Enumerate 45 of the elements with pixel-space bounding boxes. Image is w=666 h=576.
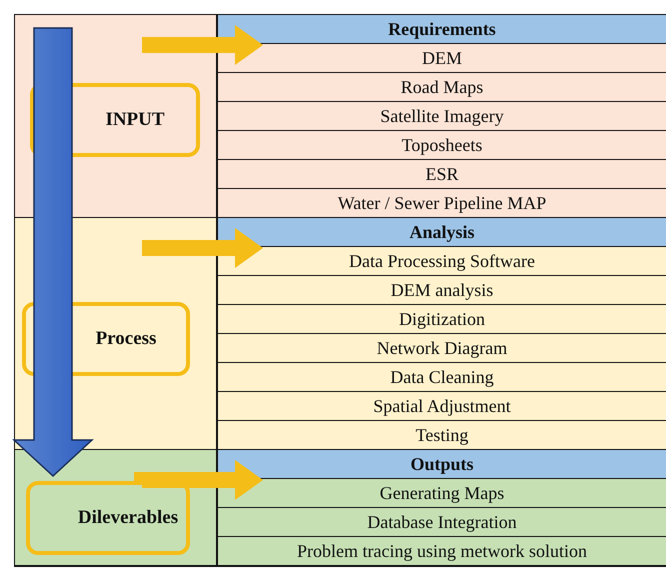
row-text: DEM analysis — [390, 280, 494, 300]
table-row — [217, 333, 666, 362]
table-row — [217, 130, 666, 159]
row-text: Database Integration — [367, 512, 517, 532]
row-text: Spatial Adjustment — [373, 396, 511, 416]
stage-label: Dileverables — [78, 507, 178, 529]
table-row — [217, 391, 666, 420]
table-row — [217, 304, 666, 333]
stage-label: Process — [96, 328, 156, 350]
stage-label: INPUT — [105, 109, 165, 131]
block-arrow — [142, 25, 263, 65]
row-text: Network Diagram — [376, 338, 508, 358]
row-text: Toposheets — [402, 134, 482, 156]
table-row — [217, 362, 666, 391]
stage-box — [26, 481, 190, 555]
table-row — [217, 507, 666, 536]
row-text: Digitization — [399, 308, 485, 330]
table-row — [217, 43, 666, 72]
row-text: ESR — [425, 164, 458, 184]
table-row — [217, 275, 666, 304]
table-row — [217, 72, 666, 101]
row-text: Road Maps — [400, 76, 484, 98]
row-text: Problem tracing using metwork solution — [297, 540, 587, 562]
row-text: Data Cleaning — [390, 366, 494, 388]
header-row — [217, 14, 666, 43]
table-row — [217, 246, 666, 275]
column-heading: Analysis — [409, 222, 475, 242]
table-row — [217, 478, 666, 507]
column-heading: Outputs — [410, 454, 474, 474]
row-text: Generating Maps — [380, 482, 504, 504]
table-row — [217, 420, 666, 449]
header-row — [217, 449, 666, 478]
table-row — [217, 536, 666, 565]
table-row — [217, 101, 666, 130]
column-heading: Requirements — [388, 18, 496, 40]
row-text: DEM — [422, 48, 462, 68]
row-text: Water / Sewer Pipeline MAP — [338, 192, 546, 214]
row-text: Testing — [416, 424, 468, 446]
header-row — [217, 217, 666, 246]
block-arrow — [142, 228, 263, 268]
row-text: Data Processing Software — [349, 250, 535, 272]
table-row — [217, 188, 666, 217]
table-row — [217, 159, 666, 188]
block-arrow — [134, 460, 263, 500]
row-text: Satellite Imagery — [380, 106, 504, 126]
